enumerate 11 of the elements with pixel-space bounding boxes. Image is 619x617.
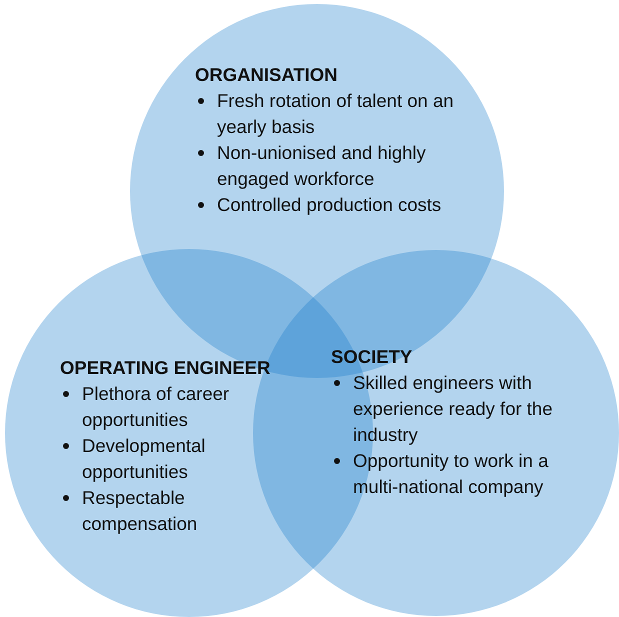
bullet-item: Plethora of career opportunities: [60, 381, 275, 433]
circle-heading: ORGANISATION: [195, 63, 339, 87]
bullet-item: Respectable compensation: [60, 485, 275, 537]
bullet-item: Developmental opportunities: [60, 433, 275, 485]
bullet-item: Opportunity to work in a multi-national company: [331, 448, 581, 500]
bullet-item: Fresh rotation of talent on an yearly basis: [195, 88, 485, 140]
bullet-item: Skilled engineers with experience ready for the industry: [331, 370, 581, 448]
bullet-item: Non-unionised and highly engaged workforce: [195, 140, 485, 192]
circle-heading: SOCIETY: [331, 345, 414, 369]
circle-heading: OPERATING ENGINEER: [60, 356, 272, 380]
bullet-item: Controlled production costs: [195, 192, 485, 218]
